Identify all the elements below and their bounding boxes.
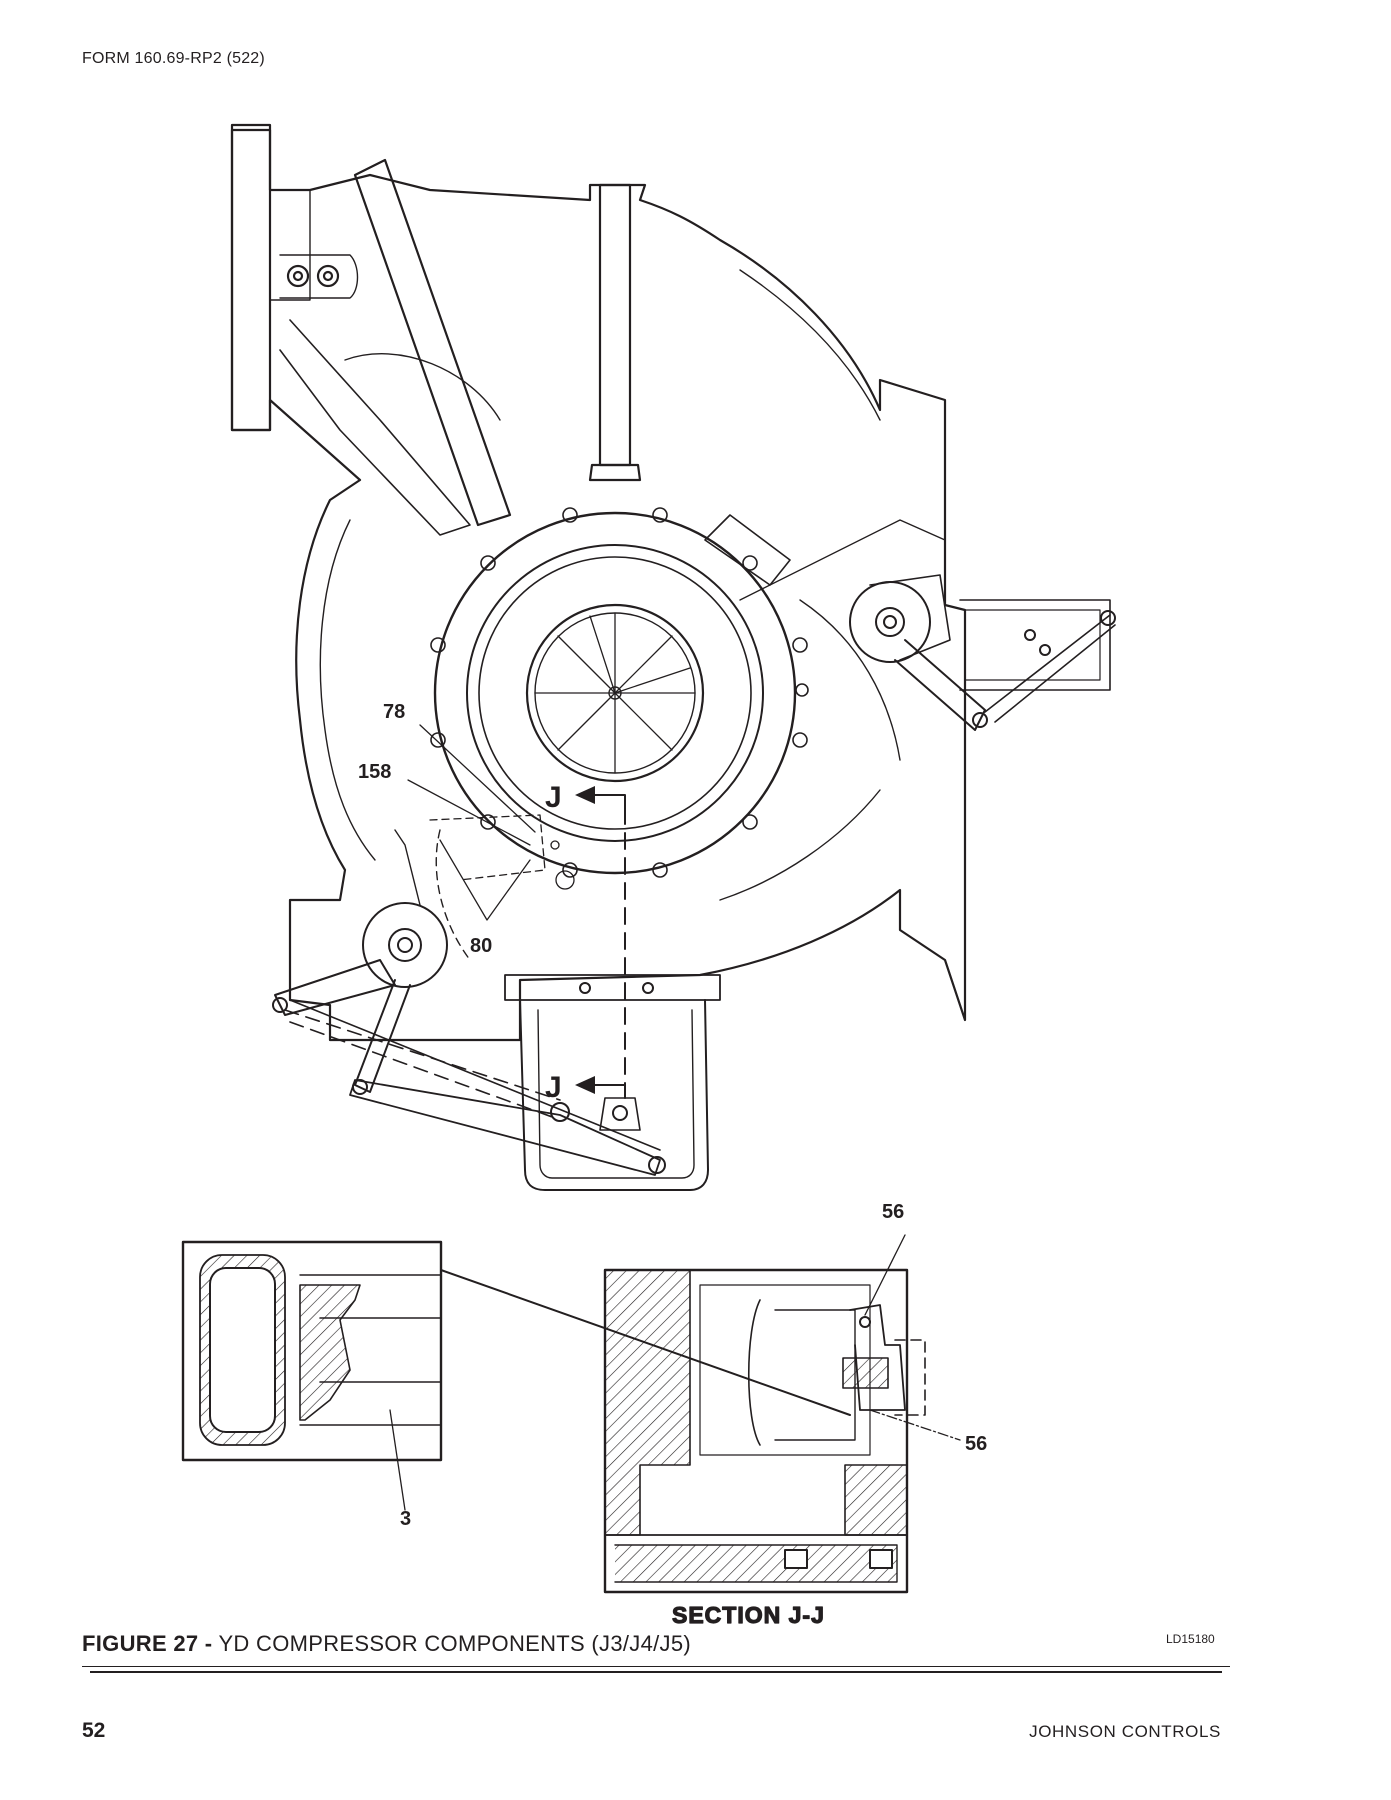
callout-56-top: 56 <box>882 1201 904 1223</box>
figure-title: YD COMPRESSOR COMPONENTS (J3/J4/J5) <box>218 1631 692 1656</box>
callout-labels: 78 158 80 3 56 56 J J SECTION J-J <box>358 701 987 1629</box>
impeller-vanes <box>534 612 696 774</box>
figure-number: FIGURE 27 - <box>82 1631 213 1656</box>
section-mark-bottom: J <box>545 1071 562 1104</box>
right-linkage <box>849 574 1116 731</box>
caption-rule-thin <box>82 1666 1230 1667</box>
section-title: SECTION J-J <box>672 1602 825 1628</box>
callout-3: 3 <box>400 1508 411 1530</box>
form-code: FORM 160.69-RP2 (522) <box>82 50 265 67</box>
section-j-j-view <box>603 1234 961 1594</box>
callout-80: 80 <box>470 935 492 957</box>
caption-rule-thick <box>90 1671 1222 1673</box>
left-linkage <box>272 829 721 1191</box>
section-arrows <box>575 786 595 1094</box>
page-number: 52 <box>82 1719 106 1742</box>
section-cut-lines <box>589 794 626 1099</box>
drawing-id: LD15180 <box>1166 1632 1215 1646</box>
ring-bolt-holes <box>430 507 809 878</box>
compressor-housing <box>230 123 967 1042</box>
callout-78: 78 <box>383 701 405 723</box>
company-name: JOHNSON CONTROLS <box>1029 1722 1221 1741</box>
callout-leaders <box>407 724 575 921</box>
figure-caption: FIGURE 27 - YD COMPRESSOR COMPONENTS (J3… <box>82 1631 691 1657</box>
section-mark-top: J <box>545 781 562 814</box>
detail-view <box>181 1240 443 1511</box>
callout-158: 158 <box>358 761 391 783</box>
callout-56-right: 56 <box>965 1433 987 1455</box>
